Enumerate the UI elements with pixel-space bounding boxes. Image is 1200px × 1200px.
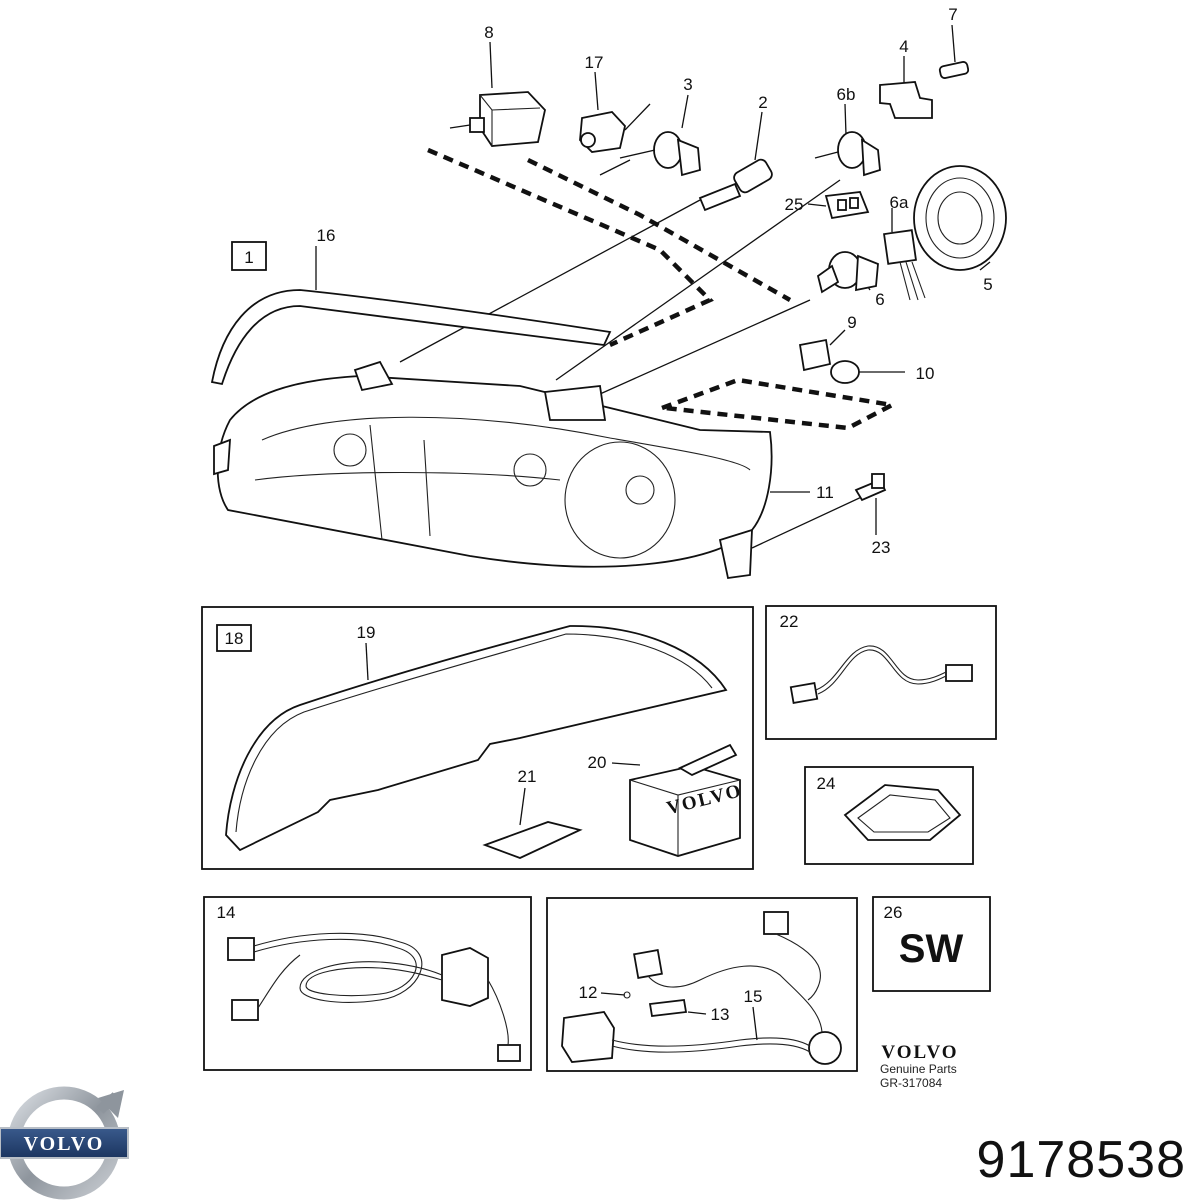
bulb-6 <box>816 251 879 294</box>
bulb-2 <box>698 158 773 212</box>
callout-23: 23 <box>872 538 891 557</box>
callout-9: 9 <box>847 313 856 332</box>
bulb-3 <box>619 131 701 177</box>
callout-6: 6 <box>875 290 884 309</box>
volvo-logo: VOLVO <box>0 1086 129 1200</box>
callout-11: 11 <box>816 483 834 502</box>
callout-19: 19 <box>357 623 376 642</box>
genuine-parts-footer: VOLVO Genuine Parts GR-317084 <box>880 1042 958 1090</box>
footer-ref: GR-317084 <box>880 1076 942 1090</box>
trim-strip-16 <box>210 289 612 386</box>
screw-23 <box>854 473 887 502</box>
callout-10: 10 <box>916 364 935 383</box>
cover-cap-5 <box>913 165 1007 271</box>
sw-label: SW <box>899 927 964 971</box>
bracket-4 <box>879 81 933 119</box>
callout-2: 2 <box>758 93 767 112</box>
panel-24: 24 <box>804 766 974 865</box>
callout-25: 25 <box>785 195 804 214</box>
callout-6b: 6b <box>837 85 856 104</box>
callout-26: 26 <box>884 903 903 922</box>
ignitor-module-8 <box>449 91 546 147</box>
callout-3: 3 <box>683 75 692 94</box>
bulb-6b <box>814 131 881 177</box>
panel-18: 18 19 21 20 VOLVO <box>201 606 754 870</box>
callout-numbers: 8 17 3 2 6b 4 7 1 16 25 6a 5 6 9 10 11 2… <box>244 5 992 557</box>
panel-22: 22 <box>765 605 997 740</box>
callout-1: 1 <box>244 248 253 267</box>
wiring-dashes <box>427 147 900 431</box>
callout-12: 12 <box>579 983 598 1002</box>
callout-6a: 6a <box>890 193 909 212</box>
callout-16: 16 <box>317 226 336 245</box>
callout-4: 4 <box>899 37 908 56</box>
callout-7: 7 <box>948 5 957 24</box>
panel-14: 14 <box>203 896 532 1071</box>
callout-8: 8 <box>484 23 493 42</box>
callout-5: 5 <box>983 275 992 294</box>
callout-15: 15 <box>744 987 763 1006</box>
callout-24: 24 <box>817 774 836 793</box>
panel-26: 26 SW <box>872 896 991 992</box>
holder-25 <box>824 191 870 220</box>
callout-13: 13 <box>711 1005 730 1024</box>
footer-genuine-parts: Genuine Parts <box>880 1062 957 1076</box>
callout-14: 14 <box>217 903 236 922</box>
callout-21: 21 <box>518 767 537 786</box>
callout-17: 17 <box>585 53 604 72</box>
logo-text: VOLVO <box>24 1133 105 1155</box>
panel-15: 12 13 15 <box>546 897 858 1072</box>
part-number: 9178538 <box>976 1131 1186 1189</box>
connector-17 <box>579 103 651 153</box>
callout-22: 22 <box>780 612 799 631</box>
callout-18: 18 <box>225 629 244 648</box>
box-1 <box>231 241 267 271</box>
callout-20: 20 <box>588 753 607 772</box>
headlamp-housing-11 <box>213 360 773 580</box>
footer-brand: VOLVO <box>881 1042 958 1063</box>
connector-6a <box>883 229 926 301</box>
bulb-7 <box>938 61 970 79</box>
bulb-9-10 <box>798 338 860 384</box>
